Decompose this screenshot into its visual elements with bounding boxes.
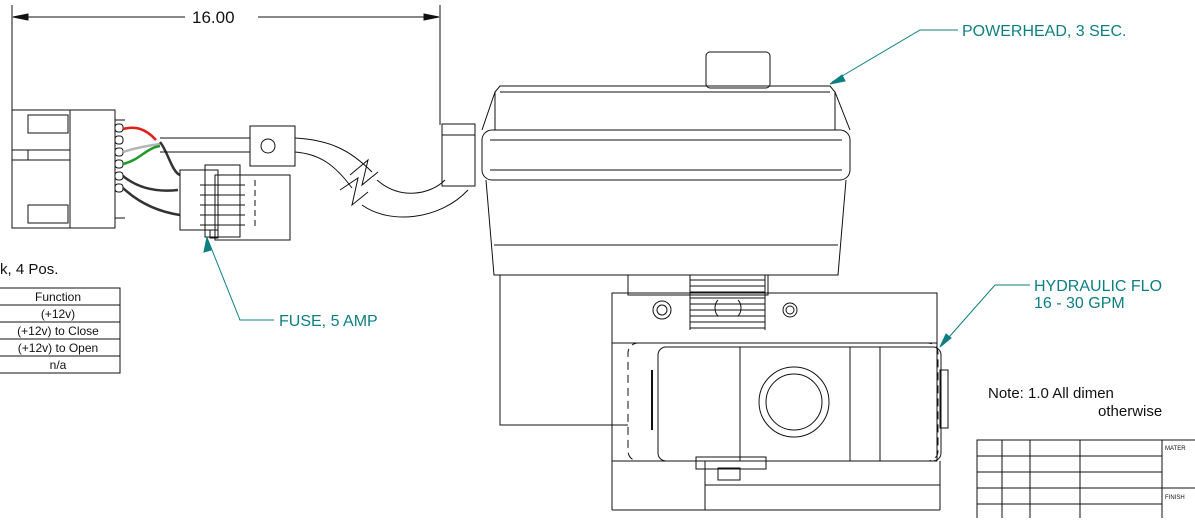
bolt-right bbox=[782, 302, 798, 318]
bolt-left bbox=[652, 300, 672, 320]
title-block: MATER FINISH bbox=[976, 439, 1195, 521]
pin-2 bbox=[114, 135, 124, 145]
callout-hydraulic-line2: 16 - 30 GPM bbox=[1034, 295, 1125, 312]
note-line-2: otherwise bbox=[1098, 403, 1162, 420]
table-row: (+12v) to Open bbox=[18, 341, 98, 355]
break-mark-2 bbox=[339, 176, 369, 207]
break-mark-1 bbox=[349, 158, 379, 187]
table-row: (+12v) to Close bbox=[17, 324, 99, 338]
leader-hydraulic bbox=[941, 284, 1030, 346]
wire-green bbox=[122, 144, 161, 166]
drawing-note: Note: 1.0 All dimen otherwise bbox=[988, 385, 1162, 420]
note-line-1: Note: 1.0 All dimen bbox=[988, 385, 1114, 402]
valve-body bbox=[611, 274, 949, 511]
table-row: n/a bbox=[50, 358, 67, 372]
title-block-finish: FINISH bbox=[1165, 495, 1185, 501]
connector-table-title: k, 4 Pos. bbox=[0, 261, 58, 278]
connector-body bbox=[11, 109, 116, 229]
powerhead-band bbox=[481, 129, 851, 181]
dimension-16: 16.00 bbox=[11, 5, 441, 125]
valve-port-inner bbox=[765, 373, 823, 431]
pin-4 bbox=[114, 159, 124, 169]
cable-assembly bbox=[160, 123, 476, 218]
connector-4pos bbox=[11, 109, 125, 229]
spring-coil bbox=[689, 275, 766, 330]
wiring bbox=[122, 126, 181, 217]
pin-1 bbox=[114, 123, 124, 133]
leader-powerhead bbox=[831, 29, 958, 83]
cable-clamp bbox=[249, 125, 296, 167]
powerhead bbox=[481, 51, 851, 426]
wire-black-3 bbox=[158, 141, 181, 177]
callout-powerhead-label: POWERHEAD, 3 SEC. bbox=[962, 23, 1126, 40]
callout-powerhead: POWERHEAD, 3 SEC. bbox=[829, 23, 1126, 85]
valve-main-body bbox=[611, 342, 938, 462]
callout-hydraulic: HYDRAULIC FLO 16 - 30 GPM bbox=[939, 278, 1162, 348]
callout-fuse-label: FUSE, 5 AMP bbox=[279, 313, 378, 330]
powerhead-body bbox=[485, 179, 847, 276]
clamp-hole bbox=[260, 138, 276, 154]
wire-gray bbox=[122, 142, 161, 154]
callout-hydraulic-line1: HYDRAULIC FLO bbox=[1034, 278, 1162, 295]
dimension-value: 16.00 bbox=[192, 8, 235, 27]
cable-gland bbox=[441, 123, 476, 187]
wire-black-2 bbox=[122, 187, 181, 217]
arrowhead-left bbox=[12, 13, 29, 21]
callout-fuse: FUSE, 5 AMP bbox=[203, 236, 378, 330]
valve-port-outer bbox=[758, 366, 830, 438]
fuse-holder bbox=[179, 164, 291, 241]
pin-3 bbox=[114, 147, 124, 157]
title-block-material: MATER bbox=[1165, 446, 1186, 452]
table-row: (+12v) bbox=[41, 307, 75, 321]
valve-mount-plate bbox=[611, 292, 938, 344]
powerhead-top bbox=[494, 85, 836, 131]
arrowhead-right bbox=[423, 13, 440, 21]
fuse-body bbox=[179, 169, 219, 231]
table-header-function: Function bbox=[35, 290, 81, 304]
connector-table: k, 4 Pos. Function (+12v) (+12v) to Clos… bbox=[0, 261, 121, 374]
leader-fuse bbox=[207, 239, 274, 321]
wire-red bbox=[122, 126, 157, 141]
wire-black-1 bbox=[122, 175, 179, 192]
powerhead-cap bbox=[705, 51, 771, 89]
